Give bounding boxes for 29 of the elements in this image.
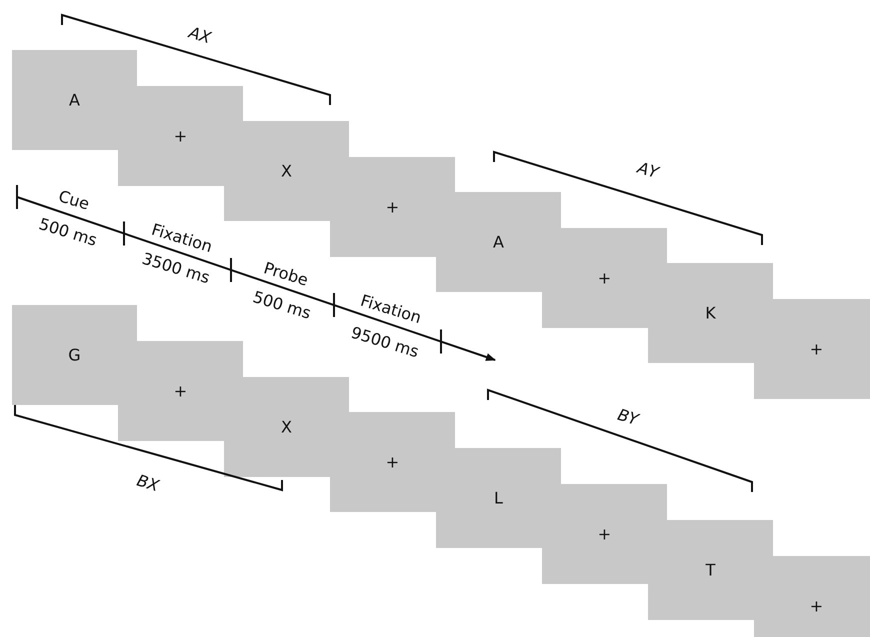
stimulus-text: + (808, 596, 824, 616)
stimulus-screen (12, 305, 137, 405)
stimulus-text: + (172, 381, 188, 400)
stimulus-screen (754, 298, 870, 398)
stimulus-text: L (493, 488, 504, 508)
interval-label: Cue (56, 186, 92, 214)
bracket-label: AX (186, 22, 214, 48)
stimulus-text: K (704, 304, 717, 322)
stimulus-text: X (280, 417, 293, 436)
stimulus-screen (754, 556, 870, 637)
stimulus-text: + (596, 524, 612, 544)
bracket-label: BX (134, 470, 162, 496)
stimulus-text: A (68, 90, 81, 110)
stimulus-text: T (704, 560, 716, 580)
stimulus-screen (12, 50, 137, 150)
stimulus-text: A (492, 232, 505, 252)
bracket-label: BY (615, 404, 641, 430)
stimulus-text: + (384, 452, 400, 472)
interval-duration: 500 ms (250, 287, 314, 323)
stimulus-text: X (280, 162, 293, 180)
stimulus-text: + (596, 268, 612, 287)
stimulus-text: + (384, 197, 400, 216)
interval-label: Probe (262, 258, 310, 290)
interval-duration: 500 ms (36, 214, 100, 250)
bracket-label: AY (635, 158, 661, 182)
stimulus-text: G (67, 346, 82, 364)
interval-duration: 9500 ms (348, 322, 422, 362)
stimulus-text: + (808, 339, 824, 358)
stimulus-text: + (172, 126, 188, 145)
